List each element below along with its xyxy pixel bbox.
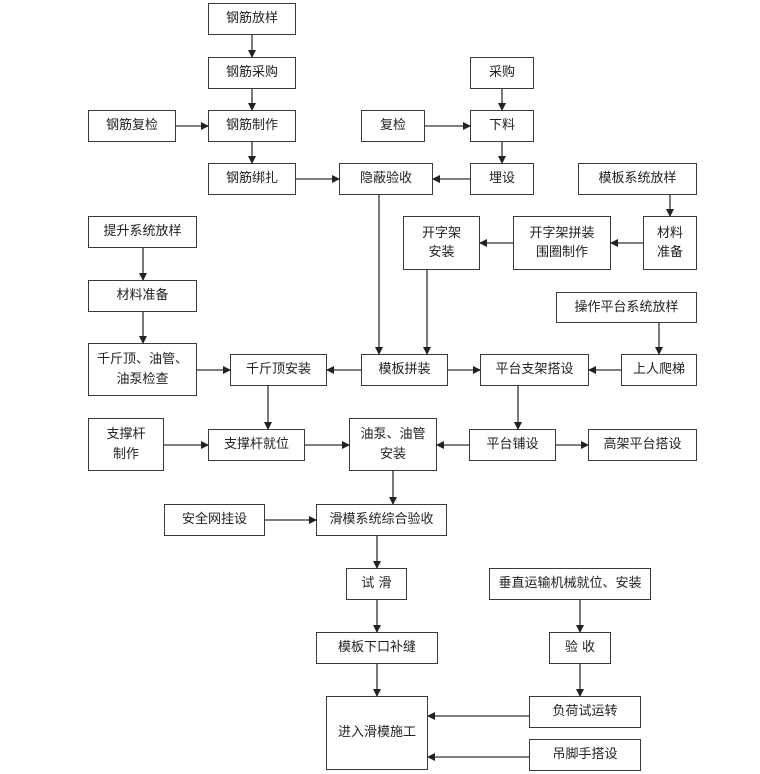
node-formwork-assembly: 模板拼装 — [361, 354, 448, 386]
node-recheck: 复检 — [361, 110, 425, 142]
node-slipform-acceptance: 滑模系统综合验收 — [316, 504, 447, 536]
node-lift-layout: 提升系统放样 — [88, 216, 197, 248]
node-rebar-recheck: 钢筋复检 — [88, 110, 176, 142]
node-pump-install: 油泵、油管 安装 — [349, 418, 437, 471]
node-safety-net: 安全网挂设 — [164, 504, 265, 536]
node-rebar-making: 钢筋制作 — [208, 110, 296, 142]
node-scaffold: 吊脚手搭设 — [529, 739, 641, 771]
node-platform-paving: 平台铺设 — [469, 429, 556, 461]
node-trial-slide: 试 滑 — [346, 568, 407, 600]
node-platform-support: 平台支架搭设 — [480, 354, 589, 386]
node-embedding: 埋设 — [470, 163, 534, 195]
node-frame-assembly: 开字架拼装 围圈制作 — [513, 216, 611, 270]
node-acceptance: 验 收 — [549, 632, 611, 664]
node-purchase: 采购 — [470, 57, 534, 89]
node-jack-install: 千斤顶安装 — [230, 354, 327, 386]
node-cutting: 下料 — [470, 110, 534, 142]
node-ladder: 上人爬梯 — [621, 354, 697, 386]
node-rebar-layout: 钢筋放样 — [208, 3, 296, 35]
node-frame-install: 开字架 安装 — [403, 216, 480, 270]
node-vertical-transport: 垂直运输机械就位、安装 — [489, 568, 651, 600]
node-formwork-layout: 模板系统放样 — [578, 163, 697, 195]
node-enter-slipform: 进入滑模施工 — [326, 696, 428, 770]
node-rebar-binding: 钢筋绑扎 — [208, 163, 296, 195]
node-material-prep-right: 材料 准备 — [643, 216, 697, 270]
node-jack-check: 千斤顶、油管、 油泵检查 — [88, 343, 197, 396]
node-rod-position: 支撑杆就位 — [208, 429, 305, 461]
node-rebar-purchase: 钢筋采购 — [208, 57, 296, 89]
node-concealed-acceptance: 隐蔽验收 — [339, 163, 433, 195]
node-platform-layout: 操作平台系统放样 — [556, 292, 697, 323]
node-rod-making: 支撑杆 制作 — [88, 418, 164, 471]
node-gap-sealing: 模板下口补缝 — [316, 632, 438, 664]
node-material-prep-left: 材料准备 — [88, 280, 197, 312]
node-elevated-platform: 高架平台搭设 — [588, 429, 697, 461]
node-load-test: 负荷试运转 — [529, 696, 641, 728]
